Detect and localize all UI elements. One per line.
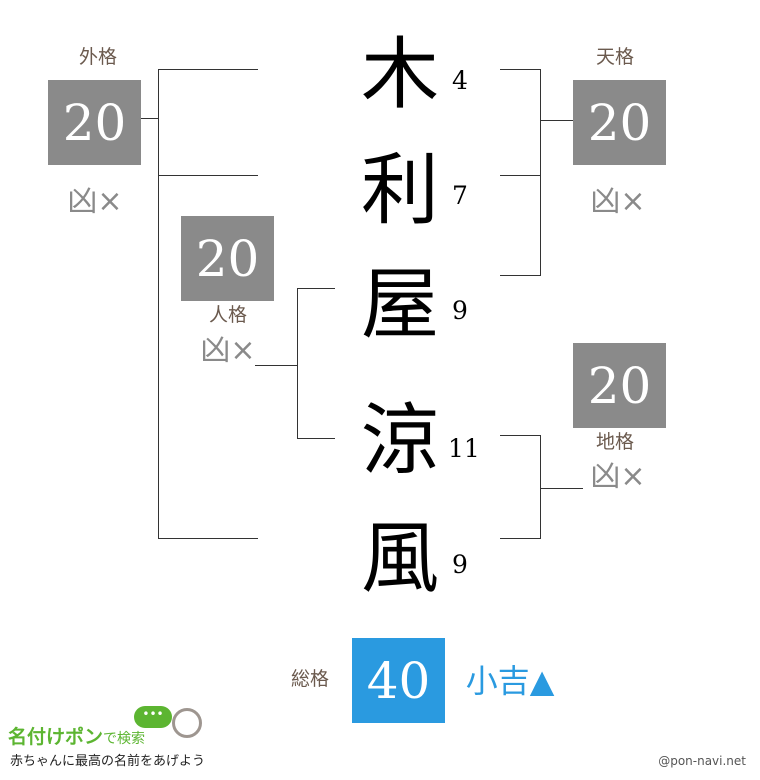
stroke-count: 7	[452, 181, 468, 210]
credit: @pon-navi.net	[658, 754, 746, 768]
gaikaku-fortune: 凶×	[67, 184, 123, 219]
bracket-line	[500, 435, 540, 436]
bracket-line	[158, 69, 159, 539]
speech-bubble-icon: •••	[134, 706, 172, 728]
bracket-line	[500, 175, 540, 176]
logo[interactable]: 名付けポンで検索	[8, 722, 145, 749]
logo-tagline: 赤ちゃんに最高の名前をあげよう	[10, 754, 206, 769]
bracket-line	[158, 538, 258, 539]
soukaku-label: 総格	[290, 668, 330, 690]
jinkaku-value: 20	[181, 216, 274, 301]
bracket-line	[540, 435, 541, 539]
jinkaku-label: 人格	[208, 304, 248, 326]
gaikaku-label: 外格	[78, 46, 118, 68]
name-char: 涼	[360, 396, 439, 486]
tenkaku-value: 20	[573, 80, 666, 165]
bracket-line	[540, 488, 583, 489]
name-char: 木	[360, 30, 439, 120]
stroke-count: 4	[452, 66, 468, 95]
bracket-line	[158, 175, 258, 176]
stroke-count: 9	[452, 296, 468, 325]
name-char: 風	[360, 514, 439, 604]
stroke-count: 9	[452, 550, 468, 579]
stroke-count: 11	[448, 434, 480, 463]
bracket-line	[255, 365, 297, 366]
name-char: 利	[360, 146, 439, 236]
chikaku-value: 20	[573, 343, 666, 428]
bracket-line	[500, 538, 540, 539]
chikaku-label: 地格	[595, 431, 635, 453]
bracket-line	[500, 69, 540, 70]
bracket-line	[297, 438, 335, 439]
name-char: 屋	[360, 260, 439, 350]
bracket-line	[540, 69, 541, 276]
bracket-line	[540, 120, 573, 121]
logo-suffix: で検索	[103, 731, 146, 747]
bracket-line	[158, 69, 258, 70]
soukaku-value: 40	[352, 638, 445, 723]
baby-face-icon	[172, 708, 202, 738]
bracket-line	[141, 118, 158, 119]
bracket-line	[297, 288, 298, 439]
gaikaku-value: 20	[48, 80, 141, 165]
soukaku-fortune: 小吉▲	[465, 662, 555, 700]
logo-title: 名付けポン	[8, 726, 104, 748]
tenkaku-fortune: 凶×	[590, 184, 646, 219]
tenkaku-label: 天格	[595, 46, 635, 68]
bracket-line	[500, 275, 540, 276]
bracket-line	[297, 288, 335, 289]
jinkaku-fortune: 凶×	[200, 333, 256, 368]
chikaku-fortune: 凶×	[590, 459, 646, 494]
